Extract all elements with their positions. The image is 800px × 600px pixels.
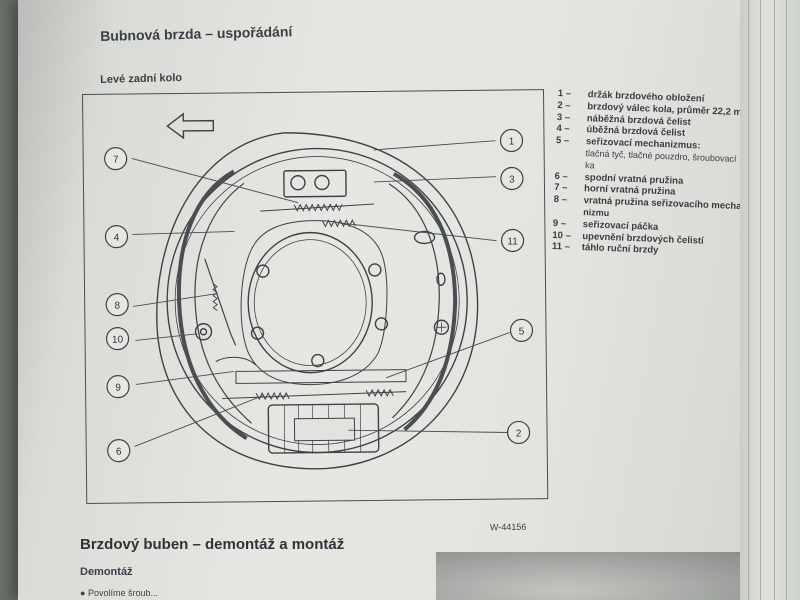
anchor-bolt	[290, 175, 306, 191]
drum-rim-inner	[174, 156, 460, 445]
callout-1: 1	[509, 136, 515, 147]
arrow-left-icon	[166, 112, 215, 140]
anchor-bolt	[314, 174, 330, 191]
bolt-hole	[368, 263, 382, 277]
top-anchor-block	[283, 169, 347, 198]
callout-2: 2	[516, 428, 522, 439]
bottom-spring-coil-right	[365, 388, 394, 398]
bolt-hole	[311, 353, 325, 368]
callout-6: 6	[116, 447, 122, 458]
hub-plate	[240, 220, 388, 386]
callout-4: 4	[114, 233, 120, 244]
adjuster-lever	[215, 356, 257, 366]
shoe-left	[194, 182, 252, 424]
hub-hole	[247, 231, 373, 374]
drum-brake-figure: 7 4 8 10 9 6 1 3 11 5 2	[82, 89, 549, 504]
wheel-cylinder-housing	[267, 403, 380, 454]
shoe-fixing-pin	[194, 323, 213, 341]
callout-8: 8	[114, 301, 120, 312]
drum-brake-diagram: 7 4 8 10 9 6 1 3 11 5 2	[104, 112, 534, 470]
wheel-cylinder-body	[293, 417, 356, 442]
adjuster-spring	[212, 283, 218, 311]
parts-legend: 1 –držák brzdového obložení 2 –brzdový v…	[552, 88, 758, 261]
backing-plate-outline	[156, 132, 479, 470]
small-hole	[436, 272, 446, 286]
shoe-right	[388, 183, 440, 419]
book-page: Bubnová brzda – uspořádání Levé zadní ko…	[18, 0, 758, 600]
figure-code: W-44156	[489, 521, 527, 533]
bolt-hole	[374, 317, 389, 331]
bottom-spring-coil	[255, 391, 290, 401]
callout-5: 5	[519, 326, 525, 337]
brake-lining-right	[392, 171, 458, 432]
brake-lining-left	[176, 169, 248, 441]
callout-7: 7	[113, 155, 119, 166]
callout-3: 3	[509, 174, 515, 185]
callout-10: 10	[112, 335, 124, 346]
bottom-spring-rod	[222, 391, 407, 400]
callout-9: 9	[115, 383, 121, 394]
bullet-text: ● Povolíme šroub...	[80, 588, 158, 598]
section-heading: Brzdový buben – demontáž a montáž	[80, 536, 345, 553]
page-edges	[740, 0, 800, 600]
inspection-hole	[413, 230, 436, 245]
bolt-hole	[256, 264, 270, 278]
page-subtitle: Levé zadní kolo	[100, 71, 183, 86]
bleed-screw-mark	[436, 322, 447, 333]
bolt-hole	[250, 326, 265, 340]
callout-11: 11	[507, 236, 518, 247]
hub-hole-inner	[253, 239, 367, 367]
adjuster-lever-rod	[204, 258, 237, 346]
bleed-screw	[433, 319, 450, 335]
adjuster-mechanism	[235, 369, 407, 384]
sub-heading: Demontáž	[80, 566, 133, 578]
page-title: Bubnová brzda – uspořádání	[100, 23, 293, 44]
shoe-fixing-pin-center	[199, 328, 208, 336]
brake-drum-photo	[436, 552, 758, 600]
top-spring-coil	[293, 203, 343, 212]
